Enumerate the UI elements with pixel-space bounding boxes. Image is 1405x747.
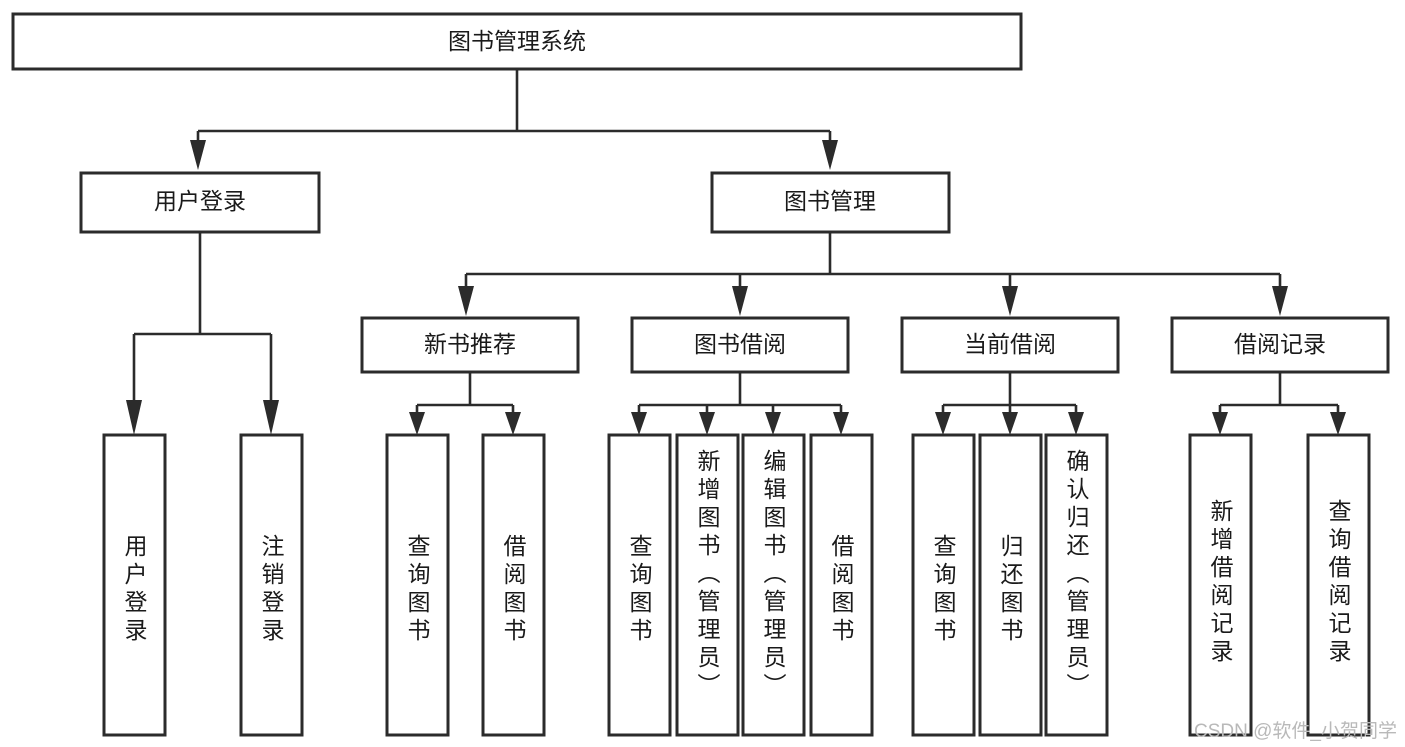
leaf-add-book[interactable]: 新增图书（管理员）: [675, 433, 740, 737]
leaf-add-book-label: 新增图书（管理员）: [694, 449, 721, 701]
node-root[interactable]: 图书管理系统: [11, 12, 1023, 71]
root-box[interactable]: [11, 12, 1023, 71]
leaf-query-book-3-label: 查询图书: [930, 534, 957, 646]
leaf-borrow-book-2-box[interactable]: [809, 433, 874, 737]
node-user-login[interactable]: 用户登录: [79, 171, 321, 234]
leaf-query-book-1-box[interactable]: [385, 433, 450, 737]
arrowhead-leaf-user-login: [126, 400, 142, 435]
leaf-query-record-label: 查询借阅记录: [1325, 499, 1352, 667]
node-book-manage[interactable]: 图书管理: [710, 171, 951, 234]
current-borrow-label: 当前借阅: [964, 331, 1056, 357]
node-current-borrow[interactable]: 当前借阅: [900, 316, 1120, 374]
leaf-add-book-box[interactable]: [675, 433, 740, 737]
new-book-rec-box[interactable]: [360, 316, 580, 374]
arrowhead-leaf-borrow-book-1: [505, 412, 521, 435]
root-label: 图书管理系统: [448, 28, 586, 54]
arrowhead-leaf-borrow-book-2: [833, 412, 849, 435]
leaf-return-book[interactable]: 归还图书: [978, 433, 1043, 737]
arrowhead-new-book-rec: [458, 286, 474, 316]
arrowhead-book-borrow: [732, 286, 748, 316]
leaf-query-book-2-box[interactable]: [607, 433, 672, 737]
leaf-borrow-book-1[interactable]: 借阅图书: [481, 433, 546, 737]
leaf-query-book-2-label: 查询图书: [626, 534, 653, 646]
leaf-user-login[interactable]: 用户登录: [102, 433, 167, 737]
arrowhead-leaf-return-book: [1002, 412, 1018, 435]
arrowhead-leaf-query-book-2: [631, 412, 647, 435]
leaf-borrow-book-1-box[interactable]: [481, 433, 546, 737]
leaf-query-record[interactable]: 查询借阅记录: [1306, 433, 1371, 737]
leaf-user-logout[interactable]: 注销登录: [239, 433, 304, 737]
leaf-return-book-box[interactable]: [978, 433, 1043, 737]
leaf-query-book-3-box[interactable]: [911, 433, 976, 737]
leaf-borrow-book-2-label: 借阅图书: [828, 534, 855, 646]
leaf-borrow-book-1-label: 借阅图书: [500, 534, 527, 646]
leaf-confirm-return-label: 确认归还（管理员）: [1063, 449, 1090, 701]
arrowhead-leaf-add-book: [699, 412, 715, 435]
book-borrow-box[interactable]: [630, 316, 850, 374]
node-borrow-record[interactable]: 借阅记录: [1170, 316, 1390, 374]
borrow-record-box[interactable]: [1170, 316, 1390, 374]
leaf-user-logout-box[interactable]: [239, 433, 304, 737]
arrowhead-borrow-record: [1272, 286, 1288, 316]
arrowhead-user-login: [190, 140, 206, 170]
leaf-user-login-box[interactable]: [102, 433, 167, 737]
book-manage-label: 图书管理: [784, 188, 876, 214]
leaf-query-book-1-label: 查询图书: [404, 534, 431, 646]
leaf-confirm-return-box[interactable]: [1044, 433, 1109, 737]
new-book-rec-label: 新书推荐: [424, 331, 516, 357]
leaf-user-logout-label: 注销登录: [258, 534, 285, 646]
leaf-edit-book-box[interactable]: [741, 433, 806, 737]
node-book-borrow[interactable]: 图书借阅: [630, 316, 850, 374]
leaf-edit-book[interactable]: 编辑图书（管理员）: [741, 433, 806, 737]
arrowhead-leaf-confirm-return: [1068, 412, 1084, 435]
leaf-return-book-label: 归还图书: [997, 534, 1024, 646]
arrowhead-leaf-user-logout: [263, 400, 279, 435]
leaf-borrow-book-2[interactable]: 借阅图书: [809, 433, 874, 737]
arrowhead-leaf-query-book-3: [935, 412, 951, 435]
leaf-query-book-2[interactable]: 查询图书: [607, 433, 672, 737]
leaf-query-book-1[interactable]: 查询图书: [385, 433, 450, 737]
arrowhead-leaf-add-record: [1212, 412, 1228, 435]
arrowhead-leaf-edit-book: [765, 412, 781, 435]
book-manage-box[interactable]: [710, 171, 951, 234]
leaf-confirm-return[interactable]: 确认归还（管理员）: [1044, 433, 1109, 737]
book-borrow-label: 图书借阅: [694, 331, 786, 357]
arrowhead-leaf-query-record: [1330, 412, 1346, 435]
arrowhead-leaf-query-book-1: [409, 412, 425, 435]
leaf-query-record-box[interactable]: [1306, 433, 1371, 737]
leaf-user-login-label: 用户登录: [121, 534, 148, 646]
arrowhead-book-manage: [822, 140, 838, 170]
borrow-record-label: 借阅记录: [1234, 331, 1326, 357]
user-login-label: 用户登录: [154, 188, 246, 214]
leaf-add-record-label: 新增借阅记录: [1207, 499, 1234, 667]
arrowhead-current-borrow: [1002, 286, 1018, 316]
leaf-add-record[interactable]: 新增借阅记录: [1188, 433, 1253, 737]
current-borrow-box[interactable]: [900, 316, 1120, 374]
leaf-add-record-box[interactable]: [1188, 433, 1253, 737]
node-new-book-rec[interactable]: 新书推荐: [360, 316, 580, 374]
leaf-query-book-3[interactable]: 查询图书: [911, 433, 976, 737]
leaf-edit-book-label: 编辑图书（管理员）: [760, 449, 787, 701]
